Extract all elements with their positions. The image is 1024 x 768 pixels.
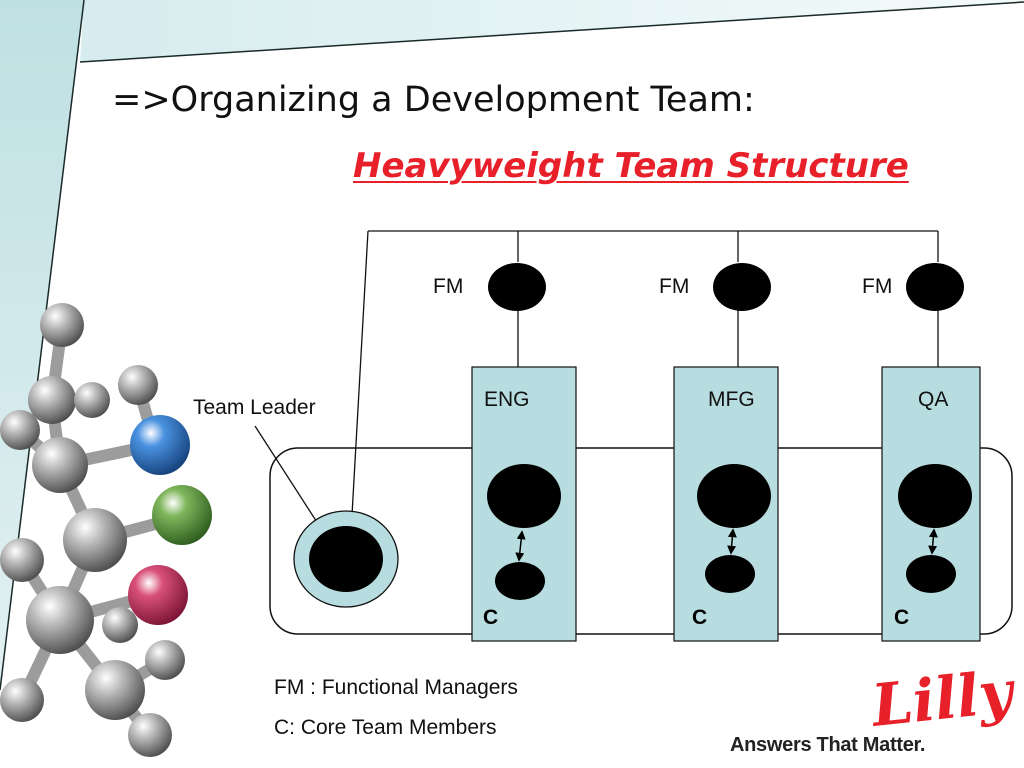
org-diagram: Team Leader FM FM FM ENG MFG QA C C C: [193, 230, 1013, 642]
header-rule: [79, 1, 1024, 63]
slide-subtitle: Heavyweight Team Structure: [353, 146, 909, 186]
fm-node-mfg: [713, 263, 771, 311]
link-arrow-eng: [515, 530, 526, 562]
core-label-mfg: C: [692, 606, 707, 629]
leader-connector-line: [351, 230, 369, 516]
core-label-qa: C: [894, 606, 909, 629]
core-member-qa: [906, 555, 956, 593]
lilly-logo: Lilly: [867, 657, 1020, 740]
dept-member-qa: [898, 464, 972, 528]
legend-fm: FM : Functional Managers: [274, 676, 518, 699]
legend-core: C: Core Team Members: [274, 716, 497, 739]
link-arrow-mfg: [727, 528, 737, 555]
team-leader-node: [309, 526, 383, 592]
team-leader-label: Team Leader: [193, 396, 316, 419]
core-label-eng: C: [483, 606, 498, 629]
fm-node-eng: [488, 263, 546, 311]
core-member-eng: [495, 562, 545, 600]
molecule-green-atom: [152, 485, 212, 545]
fm-node-qa: [906, 263, 964, 311]
molecule-illustration: [0, 303, 212, 757]
link-arrow-qa: [928, 528, 938, 555]
dept-member-mfg: [697, 464, 771, 528]
slide-title: =>Organizing a Development Team:: [112, 80, 755, 120]
team-leader-pointer: [254, 425, 323, 531]
core-team-boundary: [269, 447, 1013, 635]
molecule-blue-atom: [130, 415, 190, 475]
dept-label-qa: QA: [918, 388, 948, 411]
core-member-mfg: [705, 555, 755, 593]
fm-label-qa: FM: [862, 275, 892, 298]
dept-member-eng: [487, 464, 561, 528]
dept-label-eng: ENG: [484, 388, 530, 411]
fm-label-eng: FM: [433, 275, 463, 298]
fm-label-mfg: FM: [659, 275, 689, 298]
dept-label-mfg: MFG: [708, 388, 755, 411]
molecule-red-atom: [128, 565, 188, 625]
brand-tagline: Answers That Matter.: [730, 734, 926, 756]
